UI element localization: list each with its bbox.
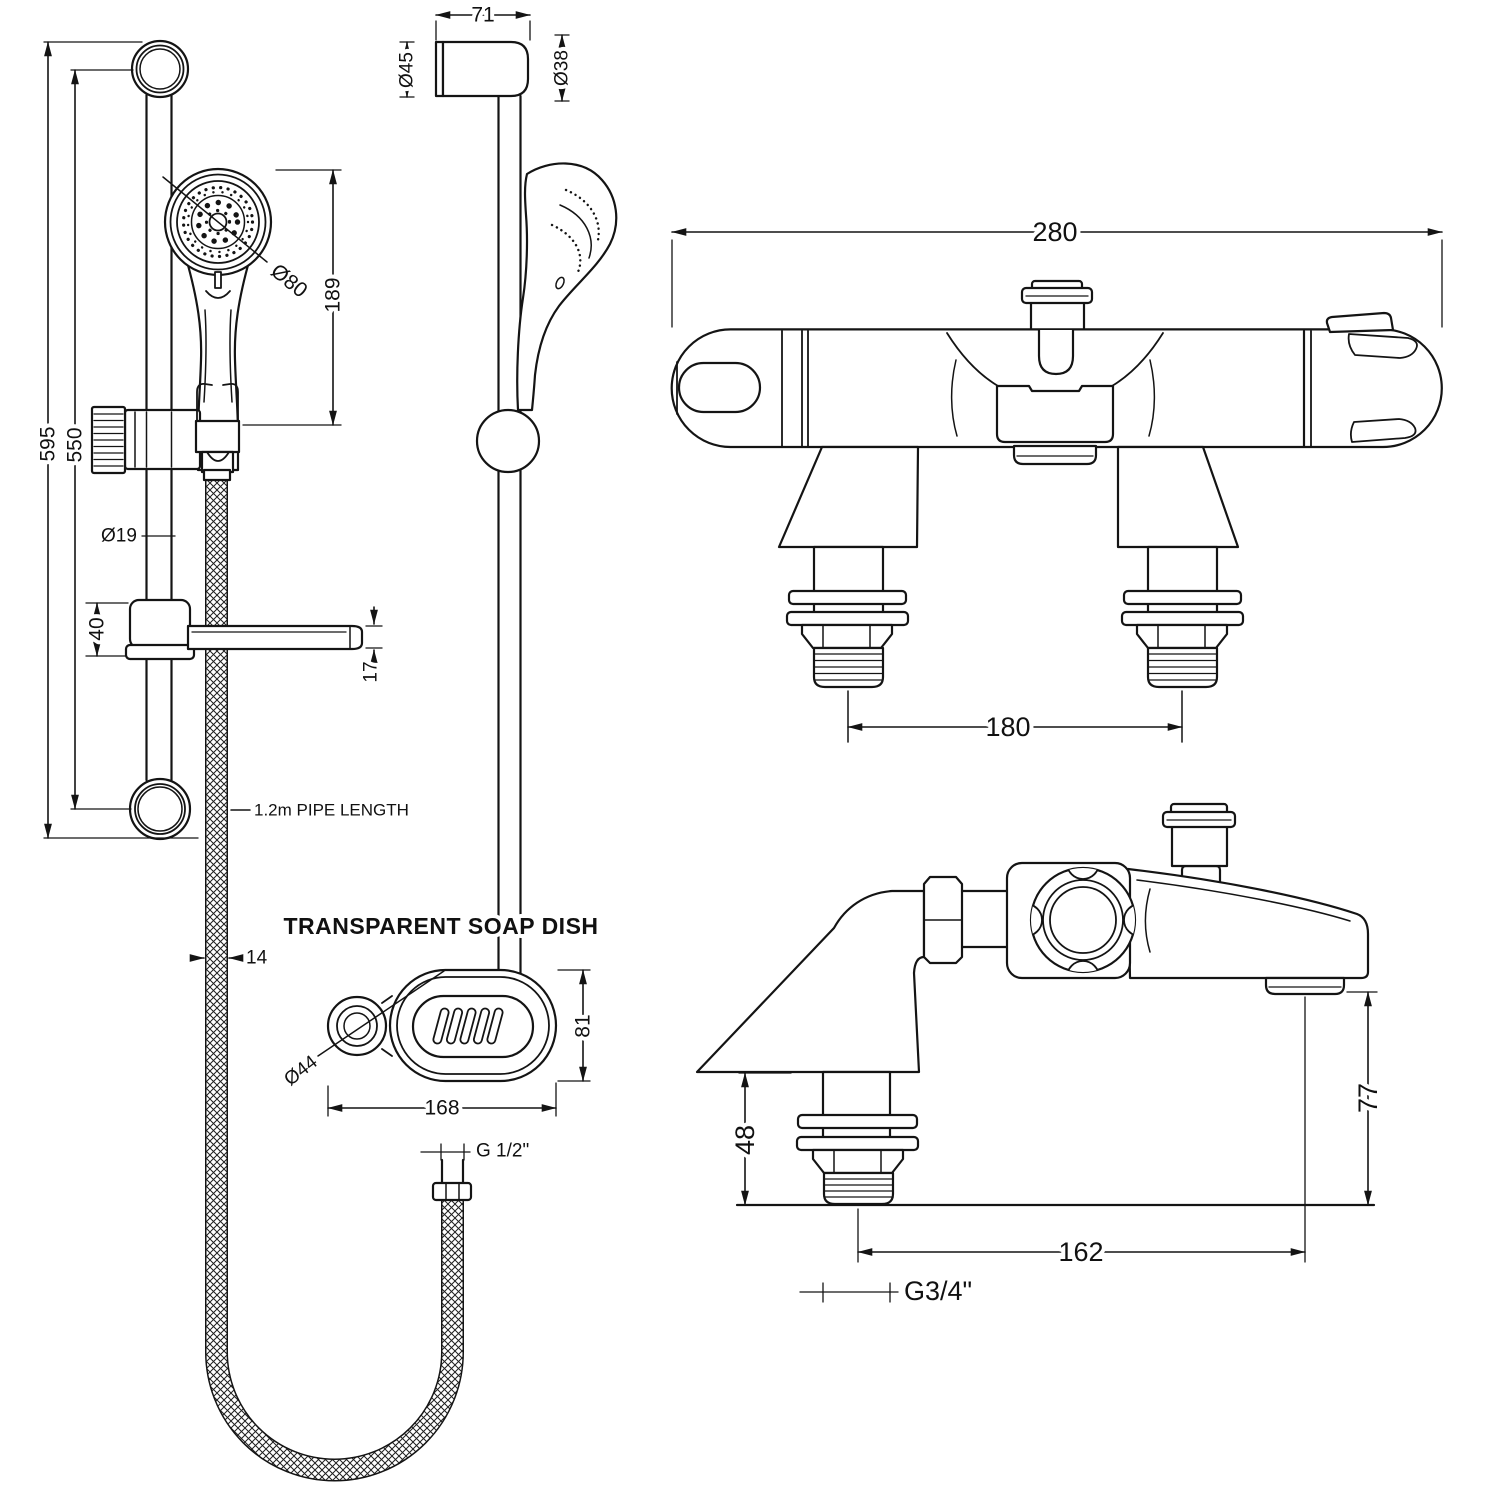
mixer-body: [670, 328, 1443, 449]
dim-slider-height: 40: [82, 602, 129, 657]
note-pipe-length: 1.2m PIPE LENGTH: [230, 797, 413, 824]
mixer-front-view: 280 180: [670, 213, 1443, 746]
dim-base-height: 48: [726, 1072, 792, 1206]
spout-front: [995, 384, 1115, 466]
bottom-wall-bracket: [128, 777, 192, 841]
svg-text:162: 162: [1058, 1237, 1103, 1267]
svg-text:77: 77: [1353, 1083, 1383, 1113]
svg-text:Ø19: Ø19: [101, 526, 137, 547]
soap-dish-ring: [326, 995, 388, 1057]
svg-text:550: 550: [64, 427, 87, 462]
soap-dish-arm: [124, 598, 364, 661]
svg-text:Ø45: Ø45: [397, 52, 418, 88]
hose-outlet: [202, 468, 232, 482]
grip-cutout-top: [1347, 333, 1418, 359]
shower-handset-head: [163, 167, 273, 299]
svg-text:189: 189: [322, 277, 345, 312]
diverter-stem-front: [1037, 328, 1075, 376]
svg-text:1.2m PIPE LENGTH: 1.2m PIPE LENGTH: [254, 801, 409, 820]
side-leg: [695, 889, 926, 1074]
svg-text:14: 14: [246, 948, 268, 969]
svg-text:168: 168: [424, 1097, 459, 1120]
dim-inlet-thread: G3/4": [799, 1272, 976, 1310]
dim-hose-connection: G 1/2": [420, 1137, 533, 1166]
dim-bracket-projection: 71: [435, 0, 531, 41]
dim-body-width: 280: [671, 213, 1443, 328]
dim-overall-height: 595: [33, 41, 199, 839]
flow-lever-tab: [1325, 311, 1395, 334]
side-inlet-shank: [795, 1070, 920, 1206]
temperature-slot: [677, 361, 762, 414]
dim-inlet-centres: 180: [847, 708, 1183, 746]
top-bracket-side: [434, 40, 530, 98]
spout-side: [1126, 867, 1370, 996]
svg-text:71: 71: [471, 4, 494, 27]
slider-clamp: [90, 383, 241, 482]
svg-text:48: 48: [730, 1125, 760, 1155]
dim-bracket-diameter: Ø45: [393, 41, 422, 98]
shower-hose: [205, 476, 464, 1482]
svg-text:Ø38: Ø38: [552, 50, 573, 86]
svg-text:40: 40: [86, 617, 109, 640]
diverter-knob-front: [1020, 279, 1094, 346]
soap-dish-drain-slots: [432, 1007, 504, 1045]
dim-bracket-centres: 550: [60, 69, 134, 810]
hose-connector: [431, 1158, 473, 1202]
dim-rail-diameter: Ø19: [97, 522, 176, 551]
slide-rail-front-view: 595 550 189 Ø80 Ø19 40: [33, 39, 533, 1482]
spout-outlet: [1264, 976, 1346, 996]
handset-handle: [184, 256, 252, 472]
flow-handle: [1029, 866, 1137, 974]
dim-handset-length: 189: [242, 169, 349, 426]
svg-text:180: 180: [985, 712, 1030, 742]
right-inlet-leg: [1116, 445, 1245, 743]
svg-text:595: 595: [37, 426, 60, 461]
slider-side-profile: [475, 408, 541, 474]
dim-dish-width: 81: [557, 969, 599, 1082]
dim-spout-clearance: 77: [1346, 991, 1387, 1206]
soap-dish-detail: TRANSPARENT SOAP DISH Ø44 168: [276, 909, 602, 1124]
svg-text:Ø80: Ø80: [266, 260, 311, 303]
soap-dish-title: TRANSPARENT SOAP DISH: [283, 913, 598, 939]
svg-text:Ø44: Ø44: [280, 1051, 322, 1090]
svg-text:280: 280: [1032, 217, 1077, 247]
svg-text:G 1/2": G 1/2": [476, 1141, 529, 1162]
top-wall-bracket: [130, 39, 190, 99]
svg-text:17: 17: [361, 661, 382, 682]
mixer-side-view: 48 77 162 G3/4": [695, 802, 1387, 1310]
svg-text:G3/4": G3/4": [904, 1276, 972, 1306]
grip-cutout-bottom: [1349, 418, 1417, 443]
dim-spout-reach: 162: [857, 996, 1306, 1271]
dim-arm-thickness: 17: [357, 606, 386, 687]
dim-rail-end-diameter: Ø38: [548, 34, 577, 102]
dim-hose-diameter: 14: [189, 944, 272, 973]
handset-holder: [194, 419, 241, 454]
dim-dish-length: 168: [327, 1082, 557, 1124]
svg-text:81: 81: [572, 1014, 595, 1037]
left-inlet-leg: [777, 445, 920, 743]
handset-side-profile: [516, 162, 618, 412]
